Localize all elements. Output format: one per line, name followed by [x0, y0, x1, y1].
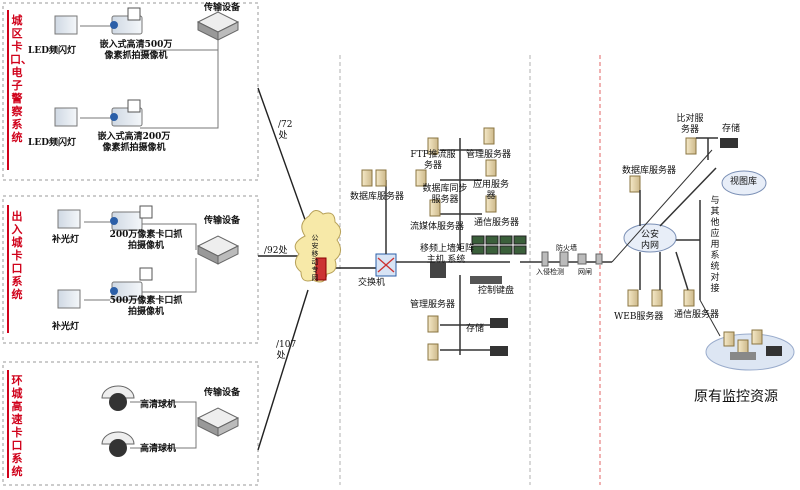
lamp-icons: [54, 15, 81, 309]
image-library-cloud: [721, 170, 767, 196]
police-db-server-label: 数据库服务器: [622, 166, 677, 176]
transmission-label-2: 传输设备: [204, 216, 241, 226]
dome-camera-2-label: 高清球机: [140, 444, 177, 454]
transmission-devices: [196, 11, 240, 437]
gap-devices: [541, 251, 603, 267]
led-lamp-2-label: LED频闪灯: [28, 138, 76, 148]
police-network-cloud: [294, 210, 341, 283]
section-title-city-checkpoint: 城区卡口、电子警察系统: [10, 14, 32, 144]
cam500-exit-label: 500万像素卡口抓拍摄像机: [109, 296, 183, 317]
switch-label: 交换机: [358, 278, 386, 288]
gap-label-2: 防火墙: [556, 244, 577, 252]
section-title-exit-checkpoint: 出入城卡口系统: [11, 210, 23, 301]
compare-server-label: 比对服务器: [676, 114, 704, 135]
cam200-label: 嵌入式高清200万像素抓拍摄像机: [97, 132, 171, 153]
cam500-label: 嵌入式高清500万像素抓拍摄像机: [99, 40, 173, 61]
fill-light-1-label: 补光灯: [52, 235, 80, 245]
police-intranet-cloud: [623, 223, 677, 253]
dome-camera-icons: [101, 385, 135, 457]
app-server-label: 应用服务器: [472, 180, 509, 201]
police-intranet-label: 公安内网: [640, 230, 659, 251]
web-server-label: WEB服务器: [614, 312, 664, 322]
mgmt-server-1-label: 管理服务器: [466, 150, 512, 160]
stream-server-label: 流媒体服务器: [410, 222, 465, 232]
video-wall: [471, 235, 527, 255]
region-dividers: [339, 55, 601, 485]
transmission-label-3: 传输设备: [204, 388, 241, 398]
db-sync-server-label: 数据库同步服务器: [422, 184, 468, 205]
mgmt-server-2-label: 管理服务器: [410, 300, 456, 310]
section-title-ring-checkpoint: 环城高速卡口系统: [11, 374, 23, 478]
transmission-label-1: 传输设备: [204, 3, 241, 13]
box-ring-checkpoint: [2, 361, 259, 486]
other-apps-label: 与其他应用系统对接: [710, 196, 720, 294]
center-db-server-label: 数据库服务器: [350, 192, 405, 202]
fill-light-2-label: 补光灯: [52, 322, 80, 332]
cloud-label: 公安移动专网: [311, 234, 319, 282]
server-icons: [361, 127, 697, 361]
ftp-server-label: FTP推流服务器: [410, 150, 456, 171]
storage-center-label: 存储: [466, 324, 485, 334]
link-label-92: /92处: [264, 246, 288, 256]
keyboard-label: 控制键盘: [478, 286, 515, 296]
original-resources-label: 原有监控资源: [694, 389, 778, 405]
led-lamp-1-label: LED频闪灯: [28, 46, 76, 56]
cam200-exit-label: 200万像素卡口抓拍摄像机: [109, 230, 183, 251]
box-exit-checkpoint: [2, 195, 259, 344]
police-comm-server-label: 通信服务器: [674, 310, 720, 320]
box-city-checkpoint: [2, 2, 259, 181]
image-library-label: 视图库: [730, 177, 758, 187]
section-boxes: [2, 2, 259, 486]
gap-label-1: 入侵检测: [536, 268, 564, 276]
storage-icons: [490, 138, 738, 356]
control-keyboard-icon: [470, 276, 502, 284]
dome-camera-1-label: 高清球机: [140, 400, 177, 410]
comm-server-label: 通信服务器: [474, 218, 520, 228]
link-label-107: /107处: [276, 340, 297, 361]
storage-police-label: 存储: [722, 124, 741, 134]
link-label-72: /72处: [278, 120, 293, 141]
decoder-label: 移频上墙矩阵主机 系统: [420, 244, 475, 265]
gap-label-3: 网闸: [578, 268, 592, 276]
